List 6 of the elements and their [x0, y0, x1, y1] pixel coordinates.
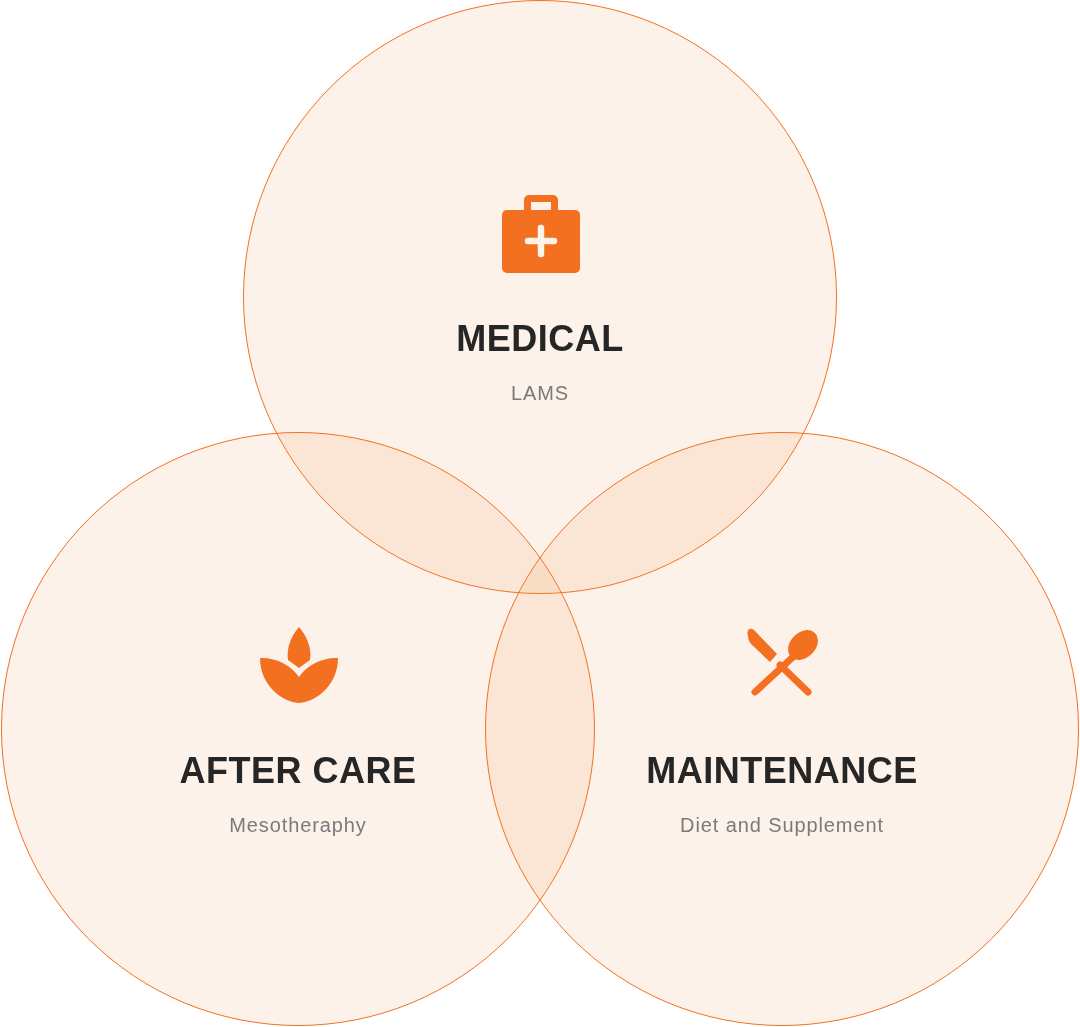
- circle-title: MAINTENANCE: [646, 751, 918, 791]
- circle-subtitle: LAMS: [510, 381, 570, 405]
- circle-subtitle: Diet and Supplement: [680, 813, 884, 837]
- circle-title: MEDICAL: [456, 319, 624, 359]
- circle-subtitle: Mesotheraphy: [229, 813, 367, 837]
- circle-title: AFTER CARE: [179, 751, 417, 791]
